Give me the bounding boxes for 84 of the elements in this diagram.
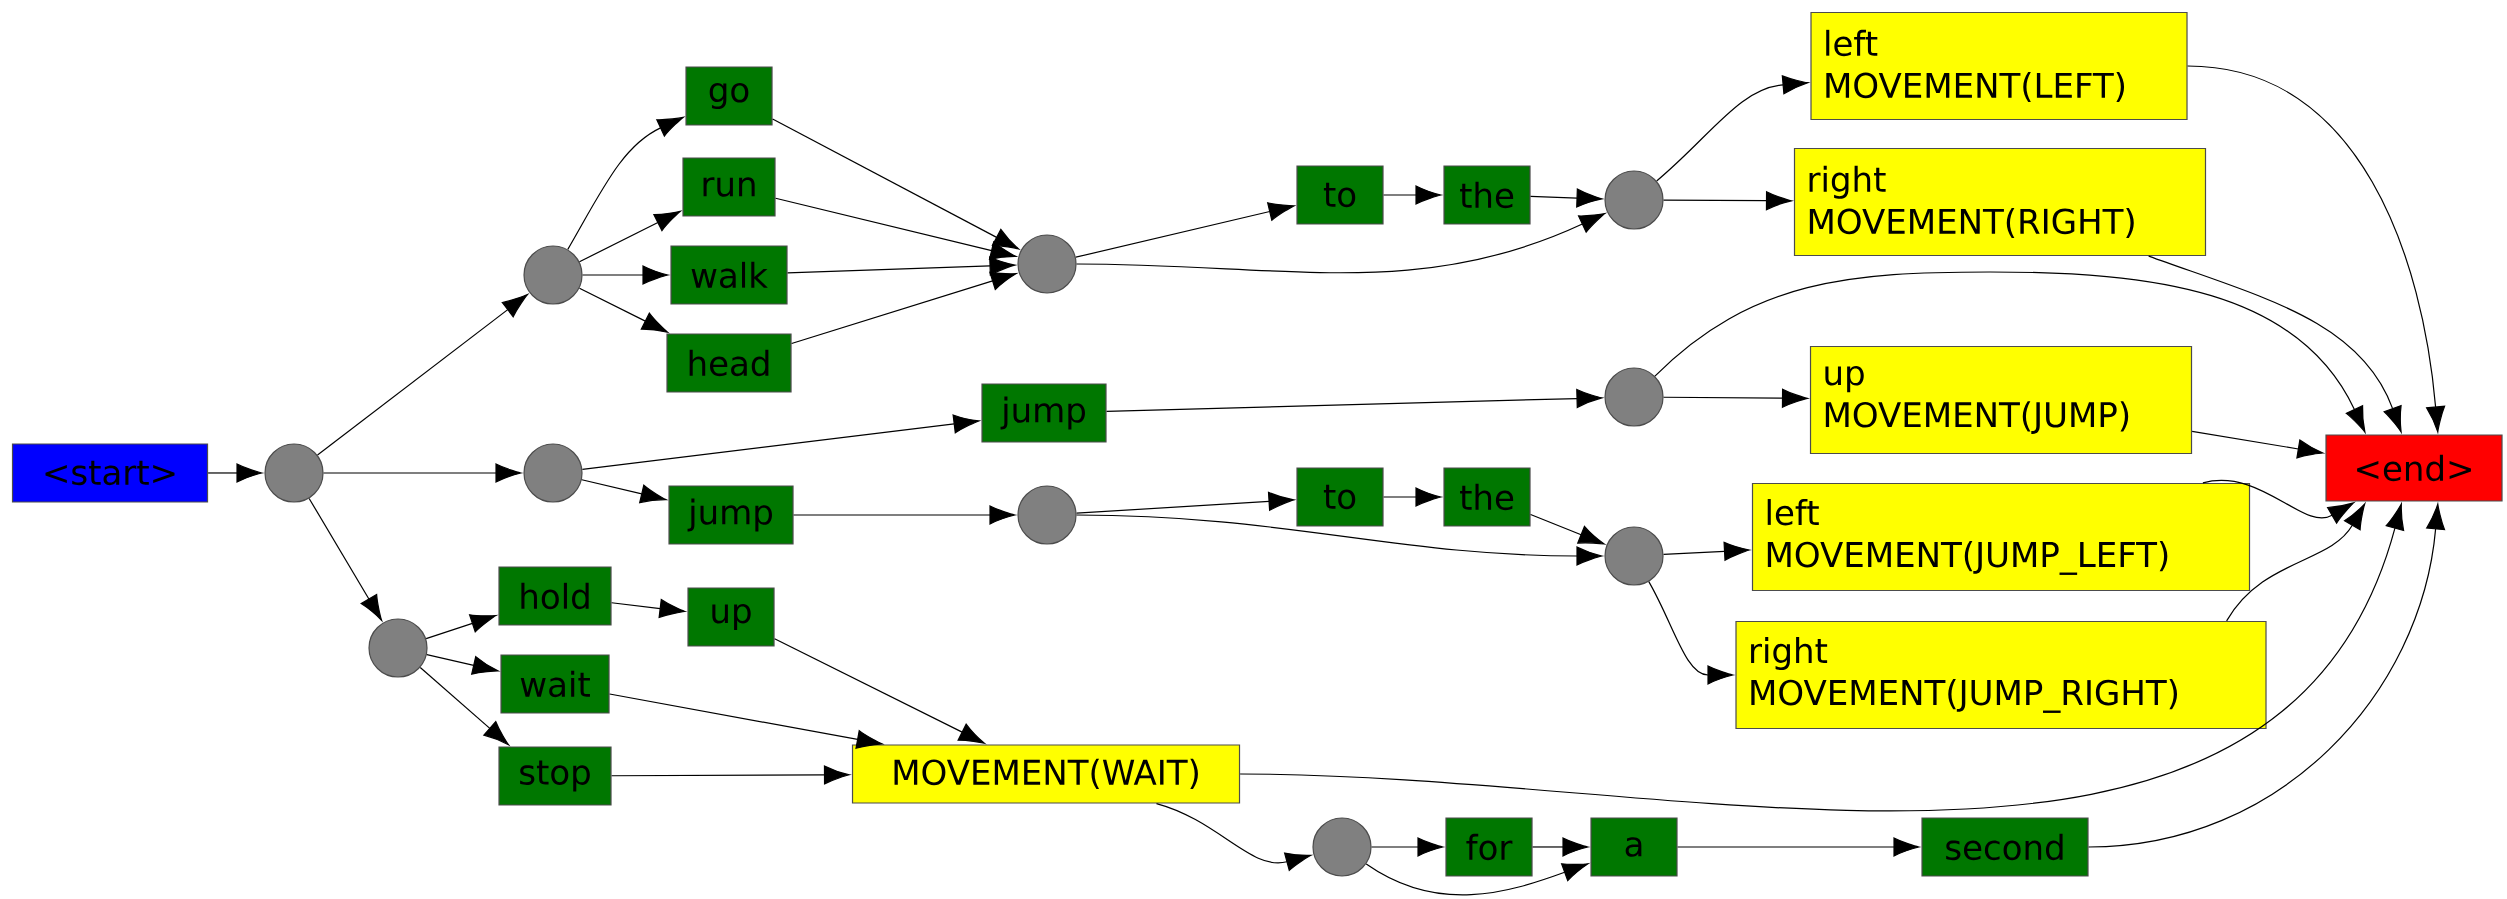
arrow (323, 463, 522, 483)
junction-circle (1312, 817, 1372, 877)
junction-circle (1604, 170, 1664, 230)
junction-circle (264, 443, 324, 503)
arrow (611, 765, 850, 785)
arrow (1663, 388, 1808, 408)
word-box: for (1445, 817, 1533, 877)
word-box: wait (500, 654, 610, 714)
arrow (1076, 213, 1606, 274)
word-box: up (687, 587, 775, 647)
junction-circle (368, 618, 428, 678)
word-box: to (1296, 467, 1384, 527)
arrow (1075, 202, 1295, 258)
arrow (2187, 65, 2446, 433)
junction-circle (523, 245, 583, 305)
arrow (787, 256, 1016, 276)
arrow (1530, 513, 1605, 545)
arrow (2088, 503, 2446, 848)
arrow (581, 414, 980, 470)
arrow (1383, 185, 1442, 205)
arrow (793, 505, 1016, 525)
word-box: go (685, 66, 773, 126)
arrow (2226, 503, 2366, 622)
arrow (207, 463, 263, 483)
arrow (1654, 271, 2366, 433)
arrow (1532, 837, 1589, 857)
arrow (609, 693, 883, 749)
arrow (308, 497, 383, 621)
arrow (772, 118, 1020, 250)
word-box: the (1443, 467, 1531, 527)
action-box: right MOVEMENT(JUMP_RIGHT) (1735, 620, 2267, 730)
junction-circle (1017, 234, 1077, 294)
action-box: MOVEMENT(WAIT) (851, 744, 1241, 804)
arrow (316, 293, 529, 456)
junction-circle (1604, 526, 1664, 586)
arrow (1383, 487, 1442, 507)
word-box: second (1921, 817, 2089, 877)
word-box: run (682, 157, 776, 217)
arrow (1663, 191, 1792, 211)
arrow (2191, 430, 2324, 459)
arrow (567, 116, 684, 250)
arrow (2202, 479, 2355, 524)
arrow (611, 599, 686, 619)
junction-circle (523, 443, 583, 503)
word-box: to (1296, 165, 1384, 225)
arrow (1155, 803, 1312, 871)
word-box: head (666, 333, 792, 393)
arrow (1530, 188, 1603, 208)
arrow (578, 210, 681, 263)
junction-circle (1017, 485, 1077, 545)
arrow (775, 197, 1017, 260)
word-box: walk (670, 245, 788, 305)
arrow (1365, 863, 1589, 896)
action-box: left MOVEMENT(LEFT) (1810, 11, 2188, 121)
word-box: jump (981, 383, 1107, 443)
arrow (578, 287, 669, 333)
word-box: a (1590, 817, 1678, 877)
arrow (791, 271, 1017, 345)
arrow (1677, 837, 1920, 857)
arrow (1076, 514, 1603, 566)
action-box: left MOVEMENT(JUMP_LEFT) (1751, 482, 2251, 592)
arrow (1648, 581, 1734, 685)
word-box: stop (498, 746, 612, 806)
start-box: <start> (11, 443, 209, 503)
action-box: right MOVEMENT(RIGHT) (1793, 147, 2207, 257)
end-box: <end> (2325, 434, 2503, 502)
arrow (1239, 503, 2405, 811)
word-box: the (1443, 165, 1531, 225)
arrow (774, 638, 985, 744)
junction-circle (1604, 367, 1664, 427)
arrow (425, 614, 497, 640)
arrow (1371, 837, 1444, 857)
arrow (581, 479, 667, 504)
arrow (582, 265, 669, 285)
arrow (419, 666, 510, 746)
arrow (1106, 388, 1603, 412)
arrow (1075, 491, 1295, 514)
arrow (426, 654, 499, 675)
word-box: hold (498, 566, 612, 626)
arrow (1662, 541, 1750, 561)
action-box: up MOVEMENT(JUMP) (1809, 345, 2193, 455)
arrow (2148, 255, 2402, 433)
arrow (1656, 75, 1809, 182)
word-box: jump (668, 485, 794, 545)
